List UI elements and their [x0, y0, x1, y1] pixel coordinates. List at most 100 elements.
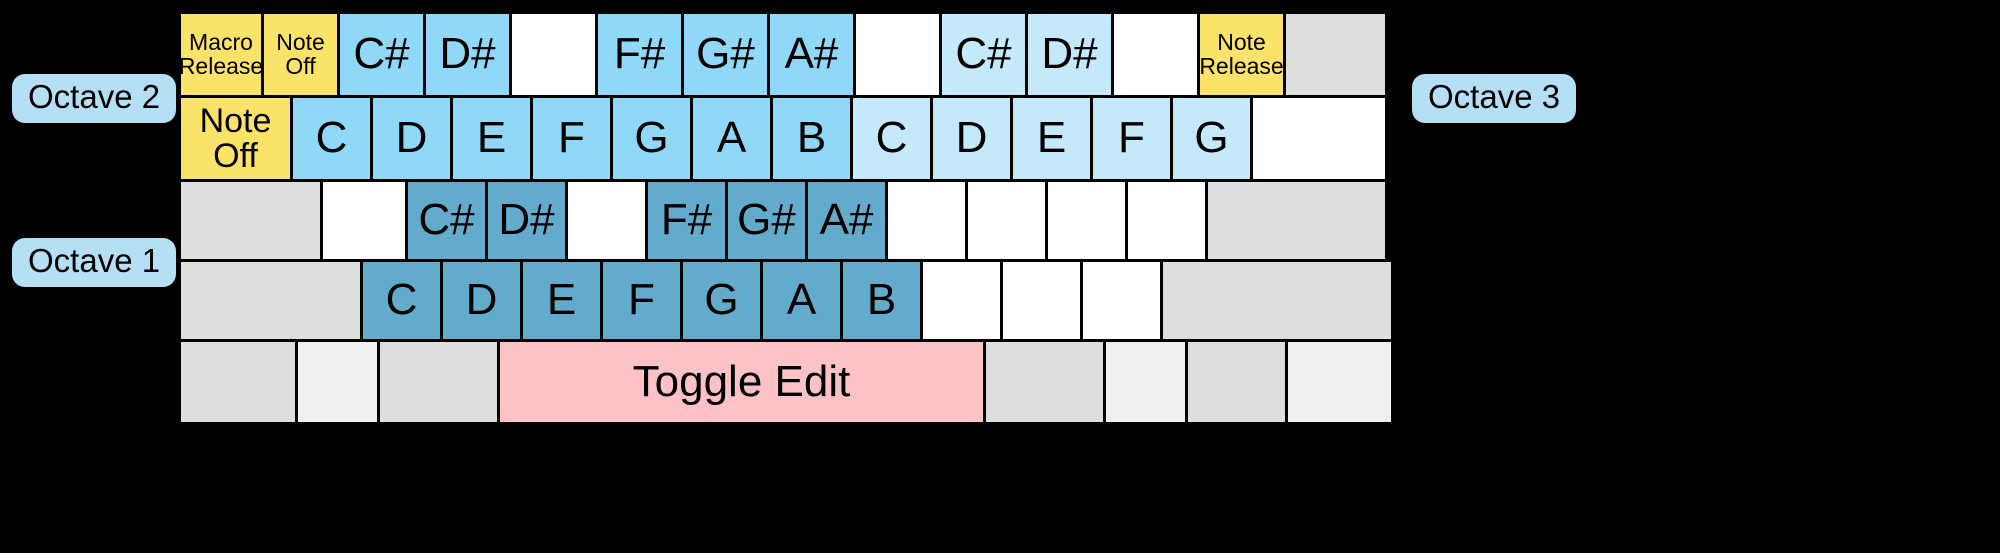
key-e-r4c4[interactable]: E	[523, 262, 603, 342]
key-gsharp-r1c7[interactable]: G#	[684, 14, 770, 98]
key-dsharp-r3c4[interactable]: D#	[488, 182, 568, 262]
key-blank-r3c5[interactable]	[568, 182, 648, 262]
key-e-r2c11[interactable]: E	[1013, 98, 1093, 182]
key-blank-r1c9[interactable]	[856, 14, 942, 98]
key-dsharp-r1c11[interactable]: D#	[1028, 14, 1114, 98]
key-d-r4c3[interactable]: D	[443, 262, 523, 342]
key-gsharp-r3c7[interactable]: G#	[728, 182, 808, 262]
key-asharp-r3c8[interactable]: A#	[808, 182, 888, 262]
keyboard-row-home-row: C# D# F# G#A#	[178, 182, 1388, 262]
key-blank-r5c2[interactable]	[298, 342, 380, 422]
key-label: D#	[498, 195, 555, 245]
key-csharp-r1c3[interactable]: C#	[340, 14, 426, 98]
key-label: F#	[613, 29, 666, 79]
key-label: C#	[955, 29, 1012, 79]
octave-2-label: Octave 2	[12, 74, 177, 123]
key-label: G	[634, 113, 669, 163]
key-blank-r3c13[interactable]	[1208, 182, 1388, 262]
key-label: G	[704, 275, 739, 325]
key-label: F	[628, 275, 655, 325]
key-macro-release-r1c1[interactable]: Macro Release	[178, 14, 264, 98]
key-label: C	[315, 113, 348, 163]
key-csharp-r3c3[interactable]: C#	[408, 182, 488, 262]
key-csharp-r1c10[interactable]: C#	[942, 14, 1028, 98]
key-c-r4c2[interactable]: C	[363, 262, 443, 342]
key-blank-r3c1[interactable]	[178, 182, 323, 262]
key-blank-r4c12[interactable]	[1163, 262, 1394, 342]
key-label: A	[786, 275, 817, 325]
key-blank-r1c14[interactable]	[1286, 14, 1388, 98]
key-toggle-edit-r5c4[interactable]: Toggle Edit	[500, 342, 986, 422]
key-label: E	[1036, 113, 1067, 163]
key-label: G#	[696, 29, 755, 79]
key-note-off-r2c1[interactable]: Note Off	[178, 98, 293, 182]
key-b-r2c8[interactable]: B	[773, 98, 853, 182]
key-label: Note Off	[199, 101, 272, 175]
octave-1-label: Octave 1	[12, 238, 177, 287]
key-f-r2c5[interactable]: F	[533, 98, 613, 182]
key-fsharp-r1c6[interactable]: F#	[598, 14, 684, 98]
key-a-r2c7[interactable]: A	[693, 98, 773, 182]
key-note-off-r1c2[interactable]: Note Off	[264, 14, 340, 98]
key-blank-r4c9[interactable]	[923, 262, 1003, 342]
octave-3-label: Octave 3	[1412, 74, 1577, 123]
key-blank-r4c10[interactable]	[1003, 262, 1083, 342]
key-c-r2c9[interactable]: C	[853, 98, 933, 182]
key-label: D	[395, 113, 428, 163]
key-g-r2c13[interactable]: G	[1173, 98, 1253, 182]
key-label: A#	[784, 29, 839, 79]
key-b-r4c8[interactable]: B	[843, 262, 923, 342]
key-d-r2c10[interactable]: D	[933, 98, 1013, 182]
key-label: Macro Release	[178, 29, 264, 79]
keyboard-row-space-row: Toggle Edit	[178, 342, 1394, 422]
key-asharp-r1c8[interactable]: A#	[770, 14, 856, 98]
key-blank-r5c3[interactable]	[380, 342, 500, 422]
key-blank-r3c11[interactable]	[1048, 182, 1128, 262]
key-fsharp-r3c6[interactable]: F#	[648, 182, 728, 262]
key-g-r4c6[interactable]: G	[683, 262, 763, 342]
key-blank-r5c1[interactable]	[178, 342, 298, 422]
key-label: C#	[353, 29, 410, 79]
key-label: C	[875, 113, 908, 163]
key-blank-r3c12[interactable]	[1128, 182, 1208, 262]
key-blank-r5c7[interactable]	[1188, 342, 1288, 422]
key-label: G	[1194, 113, 1229, 163]
key-g-r2c6[interactable]: G	[613, 98, 693, 182]
key-label: B	[866, 275, 897, 325]
key-label: Toggle Edit	[632, 356, 851, 406]
key-dsharp-r1c4[interactable]: D#	[426, 14, 512, 98]
key-blank-r5c8[interactable]	[1288, 342, 1394, 422]
key-label: A	[716, 113, 747, 163]
key-label: G#	[737, 195, 796, 245]
key-label: D#	[1041, 29, 1098, 79]
key-blank-r3c10[interactable]	[968, 182, 1048, 262]
key-c-r2c2[interactable]: C	[293, 98, 373, 182]
key-a-r4c7[interactable]: A	[763, 262, 843, 342]
key-blank-r3c9[interactable]	[888, 182, 968, 262]
key-blank-r4c11[interactable]	[1083, 262, 1163, 342]
key-blank-r2c14[interactable]	[1253, 98, 1388, 182]
key-f-r4c5[interactable]: F	[603, 262, 683, 342]
key-blank-r5c5[interactable]	[986, 342, 1106, 422]
key-d-r2c3[interactable]: D	[373, 98, 453, 182]
key-label: D	[955, 113, 988, 163]
key-f-r2c12[interactable]: F	[1093, 98, 1173, 182]
key-label: F	[558, 113, 585, 163]
key-blank-r5c6[interactable]	[1106, 342, 1188, 422]
key-blank-r4c1[interactable]	[178, 262, 363, 342]
key-note-release-r1c13[interactable]: Note Release	[1200, 14, 1286, 98]
key-label: F	[1118, 113, 1145, 163]
key-label: Note Off	[276, 29, 325, 79]
key-blank-r3c2[interactable]	[323, 182, 408, 262]
key-blank-r1c12[interactable]	[1114, 14, 1200, 98]
key-label: F#	[660, 195, 713, 245]
key-label: C#	[418, 195, 475, 245]
key-blank-r1c5[interactable]	[512, 14, 598, 98]
key-e-r2c4[interactable]: E	[453, 98, 533, 182]
key-label: B	[796, 113, 827, 163]
key-label: C	[385, 275, 418, 325]
